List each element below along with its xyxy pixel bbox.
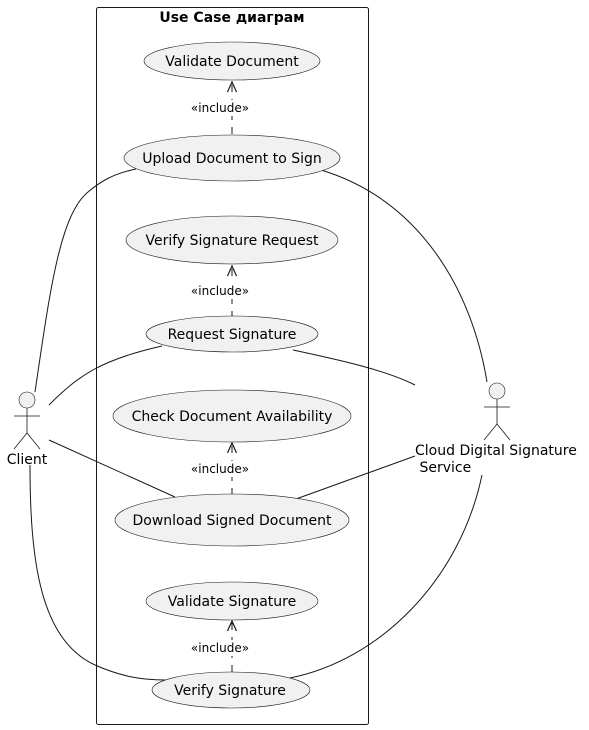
usecase-verify-signature-request-label: Verify Signature Request [145, 233, 319, 249]
usecase-validate-document[interactable]: Validate Document [143, 41, 321, 81]
usecase-check-document-availability[interactable]: Check Document Availability [112, 389, 352, 443]
system-title: Use Case диаграм [159, 10, 304, 26]
include-relation-request [226, 264, 238, 318]
association-service-request [292, 349, 416, 386]
actor-client-label: Client [7, 452, 48, 468]
usecase-request-signature-label: Request Signature [168, 327, 297, 343]
actor-client[interactable]: Client [7, 391, 48, 468]
actor-service-label-line1: Cloud Digital Signature [415, 443, 577, 459]
association-client-download [48, 439, 176, 498]
usecase-request-signature[interactable]: Request Signature [145, 315, 319, 353]
usecase-verify-signature-label: Verify Signature [174, 683, 286, 699]
actor-cloud-service[interactable]: Cloud Digital Signature Service [415, 382, 577, 476]
association-client-upload [34, 168, 137, 393]
usecase-validate-document-label: Validate Document [165, 54, 299, 70]
usecase-check-document-availability-label: Check Document Availability [132, 409, 333, 425]
association-service-upload [320, 169, 488, 383]
usecase-verify-signature-request[interactable]: Verify Signature Request [125, 215, 339, 265]
usecase-validate-signature-label: Validate Signature [168, 594, 296, 610]
usecase-upload-document[interactable]: Upload Document to Sign [123, 134, 341, 182]
association-client-verify [29, 464, 166, 681]
association-client-request [48, 345, 163, 406]
actor-client-head-icon [18, 391, 36, 409]
association-service-download [295, 455, 416, 500]
include-relation-upload [226, 80, 238, 134]
actor-service-head-icon [488, 382, 506, 400]
include-label-download: «include» [191, 462, 249, 476]
include-label-verify: «include» [191, 641, 249, 655]
include-relation-verify [226, 619, 238, 672]
usecase-upload-document-label: Upload Document to Sign [142, 151, 322, 167]
usecase-download-signed-document-label: Download Signed Document [132, 513, 332, 529]
include-label-upload: «include» [191, 101, 249, 115]
usecase-download-signed-document[interactable]: Download Signed Document [114, 493, 350, 547]
usecase-verify-signature[interactable]: Verify Signature [151, 671, 311, 709]
association-service-verify [289, 474, 483, 679]
include-label-request: «include» [191, 284, 249, 298]
usecase-validate-signature[interactable]: Validate Signature [145, 581, 319, 621]
actor-service-label-line2: Service [415, 460, 471, 476]
include-relation-download [226, 441, 238, 495]
system-boundary [96, 7, 369, 725]
